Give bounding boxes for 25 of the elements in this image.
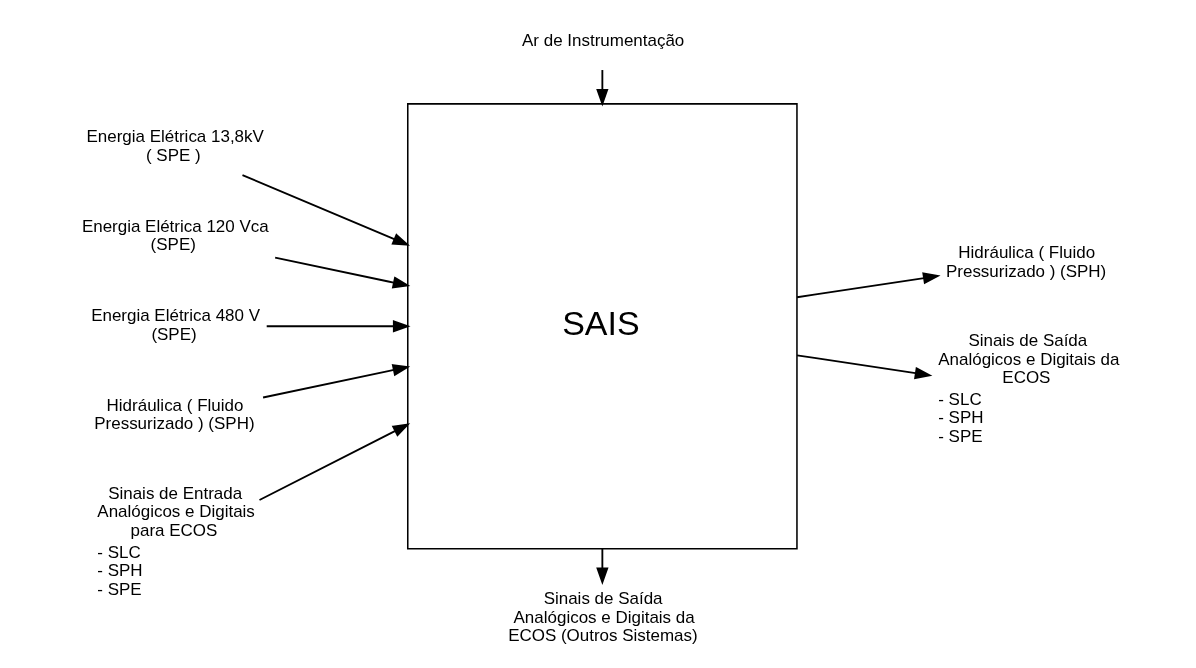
node-text: Energia Elétrica 13,8kV ( SPE ) — [86, 127, 264, 165]
arrow — [795, 272, 941, 299]
node-label: - SPH — [937, 408, 984, 428]
node-label: - SPE — [96, 579, 142, 599]
node-text: Energia Elétrica 120 Vca (SPE) — [81, 216, 269, 255]
node-text: Hidráulica ( Fluido Pressurizado ) (SPH) — [93, 395, 255, 434]
node-text: Ar de Instrumentação — [521, 31, 684, 51]
node-label: - SPH — [96, 561, 143, 581]
node-text: Hidráulica ( Fluido Pressurizado ) (SPH) — [945, 243, 1106, 281]
arrow — [273, 256, 410, 289]
arrow — [595, 69, 609, 107]
arrow — [241, 174, 410, 246]
node-text: Sinais de Entrada Analógicos e Digitais para ECOS — [96, 483, 255, 541]
arrow — [261, 364, 410, 399]
arrow — [795, 354, 932, 380]
node-text: Sinais de Saída Analógicos e Digitais da ECOS — [937, 331, 1119, 388]
node-text: Sinais de Saída Analógicos e Digitais da ECOS (Outros Sistemas) — [507, 588, 698, 646]
arrow — [595, 547, 609, 586]
node-box: SAIS — [406, 103, 798, 550]
node-label: - SPE — [937, 426, 983, 446]
node-text: Energia Elétrica 480 V (SPE) — [90, 306, 260, 344]
arrow — [258, 423, 410, 501]
node-label: - SLC — [96, 542, 141, 562]
arrow — [265, 320, 411, 333]
node-label: - SLC — [937, 389, 982, 409]
